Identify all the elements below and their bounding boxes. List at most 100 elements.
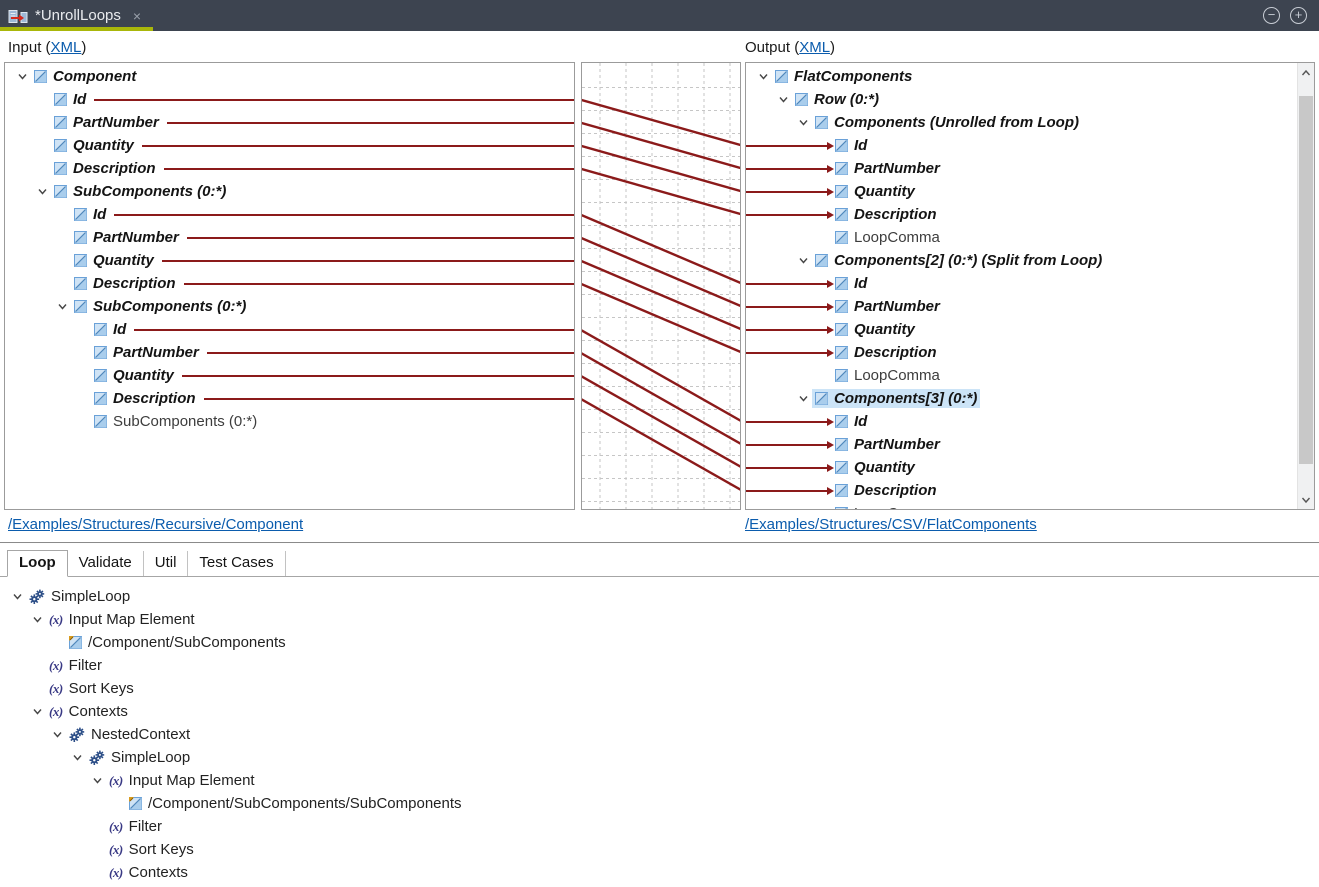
scroll-down-icon[interactable] [1298, 491, 1314, 508]
mapping-connection-line[interactable] [582, 375, 740, 468]
tab-test-cases[interactable]: Test Cases [188, 551, 286, 576]
tree-row[interactable]: Description [5, 157, 574, 180]
tree-row[interactable]: PartNumber [746, 295, 1314, 318]
close-icon[interactable]: × [132, 7, 142, 24]
mapping-line [206, 351, 574, 354]
tree-row[interactable]: /Component/SubComponents [0, 631, 1319, 654]
chevron-down-icon[interactable] [794, 392, 812, 405]
tree-row[interactable]: SubComponents (0:*) [5, 180, 574, 203]
tab-loop[interactable]: Loop [7, 550, 68, 577]
tree-row[interactable]: PartNumber [5, 111, 574, 134]
tree-row[interactable]: Id [5, 318, 574, 341]
mapping-connection-line[interactable] [582, 167, 740, 216]
mapping-arrow [746, 279, 834, 288]
tree-row[interactable]: SimpleLoop [0, 585, 1319, 608]
tree-row[interactable]: LoopComma [746, 364, 1314, 387]
mapping-canvas[interactable] [581, 62, 741, 510]
tree-row[interactable]: Description [5, 272, 574, 295]
tree-row[interactable]: (x)Input Map Element [0, 608, 1319, 631]
xml-element-icon [775, 70, 788, 83]
mapping-line [163, 167, 574, 170]
tree-row[interactable]: Quantity [746, 456, 1314, 479]
tree-row[interactable]: FlatComponents [746, 65, 1314, 88]
mapping-connection-line[interactable] [582, 121, 740, 170]
tree-row[interactable]: Description [746, 341, 1314, 364]
document-tab[interactable]: *UnrollLoops × [0, 0, 154, 31]
tree-row[interactable]: Components[2] (0:*) (Split from Loop) [746, 249, 1314, 272]
tree-row[interactable]: Quantity [746, 180, 1314, 203]
chevron-down-icon[interactable] [88, 774, 106, 787]
chevron-down-icon[interactable] [8, 590, 26, 603]
mapping-connection-line[interactable] [582, 214, 740, 284]
tree-row[interactable]: (x)Sort Keys [0, 677, 1319, 700]
tree-row[interactable]: (x)Input Map Element [0, 769, 1319, 792]
input-xml-link[interactable]: XML [50, 39, 82, 56]
tree-row[interactable]: Row (0:*) [746, 88, 1314, 111]
tree-row-label: Id [854, 275, 868, 292]
tree-row[interactable]: /Component/SubComponents/SubComponents [0, 792, 1319, 815]
tree-row[interactable]: (x)Contexts [0, 861, 1319, 884]
tree-row[interactable]: Components[3] (0:*) [746, 387, 1314, 410]
tree-row[interactable]: SimpleLoop [0, 746, 1319, 769]
chevron-down-icon[interactable] [774, 93, 792, 106]
tree-row[interactable]: Quantity [746, 318, 1314, 341]
xml-element-icon [835, 369, 848, 382]
scroll-up-icon[interactable] [1298, 64, 1314, 81]
tree-row[interactable]: NestedContext [0, 723, 1319, 746]
tree-row[interactable]: Id [746, 272, 1314, 295]
zoom-out-button[interactable]: − [1263, 7, 1280, 24]
chevron-down-icon[interactable] [68, 751, 86, 764]
tree-row[interactable]: (x)Filter [0, 654, 1319, 677]
mapping-connection-line[interactable] [582, 283, 740, 353]
tree-row[interactable]: LoopComma [746, 226, 1314, 249]
mapping-connection-line[interactable] [582, 98, 740, 147]
mapping-connection-line[interactable] [582, 237, 740, 307]
tree-row[interactable]: (x)Filter [0, 815, 1319, 838]
tree-row[interactable]: Description [746, 479, 1314, 502]
xml-element-icon [835, 162, 848, 175]
output-structure-link[interactable]: /Examples/Structures/CSV/FlatComponents [745, 516, 1037, 533]
tree-row[interactable]: Id [5, 203, 574, 226]
mapping-connection-line[interactable] [582, 398, 740, 491]
tree-row[interactable]: Component [5, 65, 574, 88]
tab-util[interactable]: Util [144, 551, 189, 576]
output-xml-link[interactable]: XML [799, 39, 831, 56]
tree-row[interactable]: Description [746, 203, 1314, 226]
tree-row[interactable]: PartNumber [746, 433, 1314, 456]
tab-validate[interactable]: Validate [68, 551, 144, 576]
mapping-connection-line[interactable] [582, 260, 740, 330]
tree-row[interactable]: Id [746, 134, 1314, 157]
input-structure-link[interactable]: /Examples/Structures/Recursive/Component [8, 516, 304, 533]
tree-row[interactable]: Description [5, 387, 574, 410]
tree-row[interactable]: PartNumber [5, 341, 574, 364]
chevron-down-icon[interactable] [794, 116, 812, 129]
tree-row[interactable]: SubComponents (0:*) [5, 410, 574, 433]
vertical-scrollbar[interactable] [1297, 63, 1314, 509]
tree-row[interactable]: SubComponents (0:*) [5, 295, 574, 318]
tree-row[interactable]: PartNumber [746, 157, 1314, 180]
mapping-connection-line[interactable] [582, 352, 740, 445]
tree-row[interactable]: Id [746, 410, 1314, 433]
chevron-down-icon[interactable] [53, 300, 71, 313]
mapping-connection-line[interactable] [582, 144, 740, 193]
tree-row[interactable]: (x)Contexts [0, 700, 1319, 723]
tree-row[interactable]: Components (Unrolled from Loop) [746, 111, 1314, 134]
scrollbar-thumb[interactable] [1299, 96, 1313, 464]
chevron-down-icon[interactable] [48, 728, 66, 741]
chevron-down-icon[interactable] [33, 185, 51, 198]
tree-row[interactable]: PartNumber [5, 226, 574, 249]
tree-row[interactable]: Quantity [5, 249, 574, 272]
tree-row[interactable]: LoopComma [746, 502, 1314, 509]
mapping-connection-line[interactable] [582, 329, 740, 422]
tree-row[interactable]: (x)Sort Keys [0, 838, 1319, 861]
chevron-down-icon[interactable] [28, 613, 46, 626]
tree-row[interactable]: Quantity [5, 364, 574, 387]
chevron-down-icon[interactable] [754, 70, 772, 83]
tree-row[interactable]: Quantity [5, 134, 574, 157]
tree-row[interactable]: Id [5, 88, 574, 111]
chevron-down-icon[interactable] [794, 254, 812, 267]
chevron-down-icon[interactable] [28, 705, 46, 718]
mapping-line [161, 259, 574, 262]
chevron-down-icon[interactable] [13, 70, 31, 83]
zoom-in-button[interactable]: + [1290, 7, 1307, 24]
